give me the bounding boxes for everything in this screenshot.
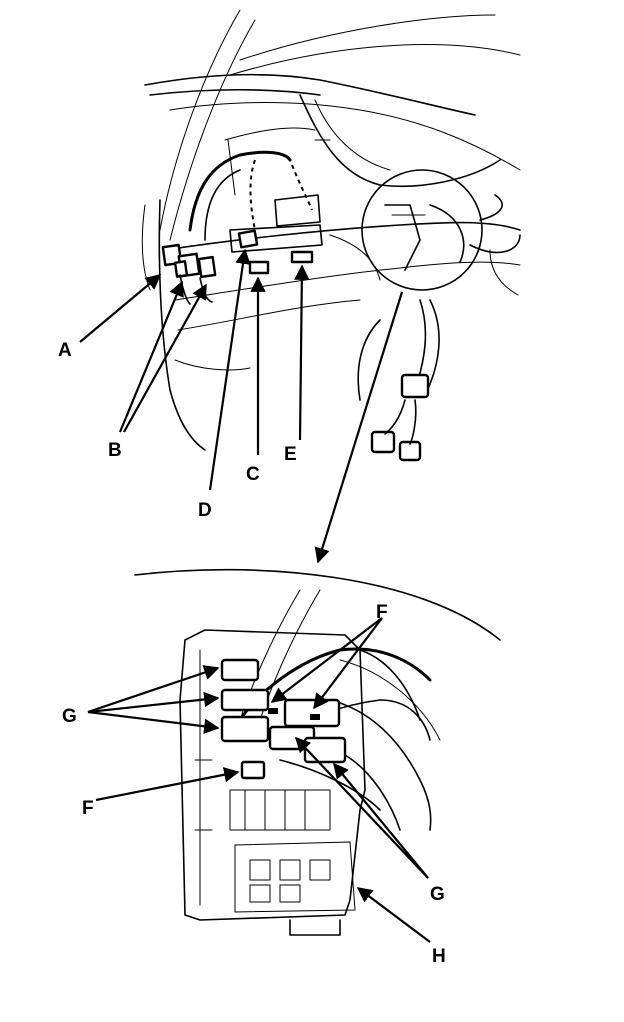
fuse-box-detail-view (87, 568, 501, 943)
callout-C: C (246, 464, 260, 485)
callout-D: D (198, 500, 212, 521)
callout-G-left: G (62, 706, 77, 727)
callout-F-left: F (82, 798, 94, 819)
dashboard-view (79, 9, 521, 564)
callout-G-right: G (430, 884, 445, 905)
callout-B: B (108, 440, 122, 461)
callout-E: E (284, 444, 297, 465)
callout-A: A (58, 340, 72, 361)
callout-H: H (432, 946, 446, 967)
callout-F-top: F (376, 602, 388, 623)
